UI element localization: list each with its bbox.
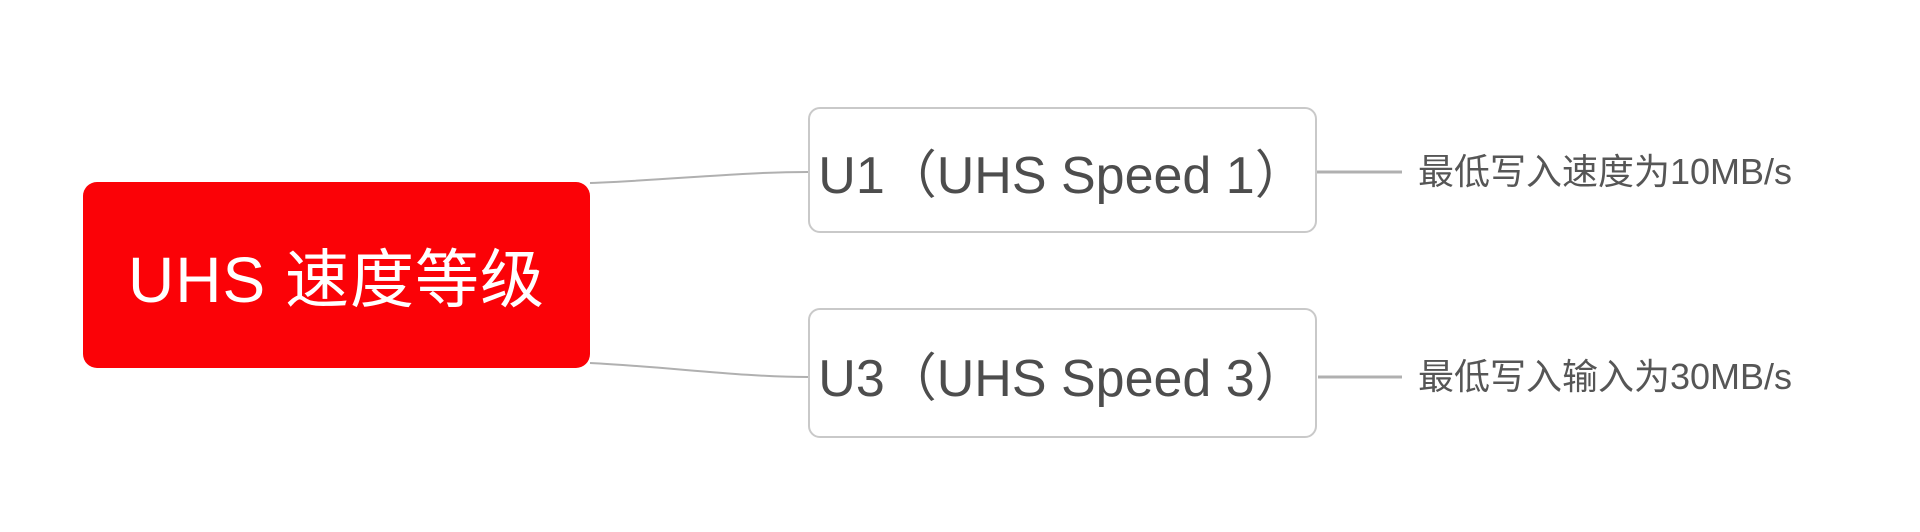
child-node-u3-label: U3（UHS Speed 3） xyxy=(818,349,1307,408)
connector-root-to-u1 xyxy=(589,171,809,184)
connector-root-to-u3 xyxy=(589,362,809,378)
child-node-u1-label: U1（UHS Speed 1） xyxy=(818,146,1307,205)
root-node-label: UHS 速度等级 xyxy=(128,244,545,316)
annotation-u1-min-write-speed[interactable]: 最低写入速度为10MB/s xyxy=(1418,151,1793,192)
root-node-uhs-speed-class[interactable]: UHS 速度等级 xyxy=(83,182,590,368)
annotation-u3-min-write-speed[interactable]: 最低写入输入为30MB/s xyxy=(1418,356,1793,397)
child-node-u1[interactable]: U1（UHS Speed 1） xyxy=(808,107,1317,233)
child-node-u3[interactable]: U3（UHS Speed 3） xyxy=(808,308,1317,438)
